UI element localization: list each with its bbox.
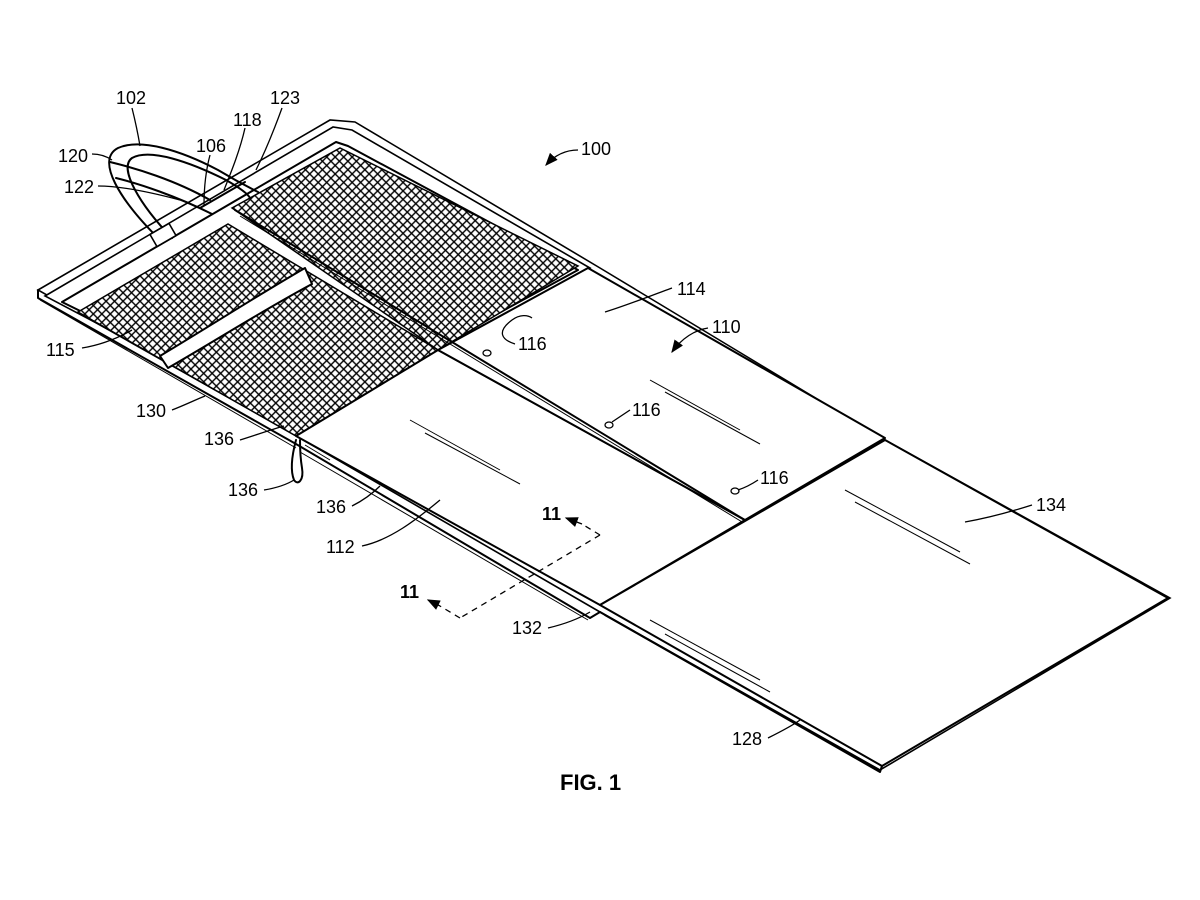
flap-134 <box>599 439 1169 767</box>
section-mark-lower: 11 <box>400 582 419 602</box>
fastener-dot-2 <box>604 421 614 429</box>
ref-120: 120 <box>58 146 88 166</box>
ref-128: 128 <box>732 729 762 749</box>
center-fold-line <box>234 209 749 523</box>
figure-caption: FIG. 1 <box>560 770 621 795</box>
ref-122: 122 <box>64 177 94 197</box>
ref-102: 102 <box>116 88 146 108</box>
ref-115: 115 <box>46 340 75 360</box>
mesh-pocket-opening <box>159 267 313 369</box>
ref-110: 110 <box>712 317 741 337</box>
panel-shading <box>304 379 971 693</box>
mesh-panel-upper <box>230 147 580 351</box>
ref-106: 106 <box>196 136 226 156</box>
ref-132: 132 <box>512 618 542 638</box>
leader-lines <box>81 107 1033 739</box>
ref-136-mid: 136 <box>316 497 346 517</box>
ref-116-a: 116 <box>518 334 547 354</box>
ref-123: 123 <box>270 88 300 108</box>
ref-116-c: 116 <box>760 468 789 488</box>
ref-134: 134 <box>1036 495 1066 515</box>
section-line-11: 11 11 <box>400 504 601 619</box>
zipper-pull-tab <box>290 439 304 484</box>
section-mark-upper: 11 <box>542 504 561 524</box>
ref-116-b: 116 <box>632 400 661 420</box>
ref-130: 130 <box>136 401 166 421</box>
ref-118: 118 <box>233 110 262 130</box>
panel-114 <box>437 267 886 521</box>
fastener-dot-1 <box>482 349 492 357</box>
reference-numerals: 100 102 123 118 120 106 122 114 110 115 … <box>46 88 1066 749</box>
ref-100: 100 <box>581 139 611 159</box>
fastener-dot-3 <box>730 487 740 495</box>
ref-136-lower: 136 <box>228 480 258 500</box>
handle-strap <box>108 143 259 248</box>
ref-136-upper: 136 <box>204 429 234 449</box>
ref-112: 112 <box>326 537 355 557</box>
ref-114: 114 <box>677 279 706 299</box>
mat-assembly <box>36 119 1172 773</box>
